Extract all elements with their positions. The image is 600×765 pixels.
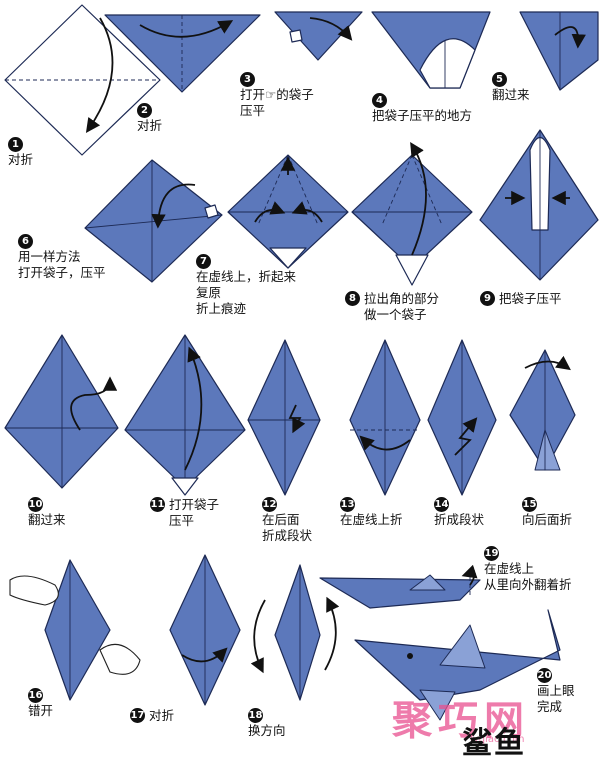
step-15-label: 15 向后面折 — [522, 497, 573, 527]
step-11-figure — [124, 334, 246, 496]
step-1-figure — [4, 4, 161, 156]
step-8-label: 8 拉出角的部分 做一个袋子 — [345, 291, 439, 323]
step-14-label: 14 折成段状 — [434, 497, 485, 527]
step-7-label: 7 在虚线上，折起来 复原 折上痕迹 — [196, 254, 297, 316]
step-19-label: 19 在虚线上 从里向外翻着折 — [484, 546, 572, 592]
step-19-figure — [319, 564, 481, 609]
step-4-figure — [371, 11, 491, 89]
diagram-title: 鲨鱼 — [462, 726, 526, 761]
step-17-label: 17 对折 — [130, 708, 175, 723]
step-5-figure — [519, 11, 599, 91]
step-6-label: 6 用一样方法 打开袋子，压平 — [18, 234, 106, 280]
step-14-figure — [427, 339, 497, 496]
step-2-figure — [104, 14, 261, 93]
step-7-figure — [227, 154, 349, 269]
step-9-label: 9 把袋子压平 — [480, 291, 562, 307]
step-4-label: 4 把袋子压平的地方 — [372, 93, 473, 123]
step-5-label: 5 翻过来 — [492, 72, 530, 102]
step-3-label: 3 打开☞的袋子 压平 — [240, 72, 314, 118]
watermark-logo: 聚巧网 — [392, 698, 530, 744]
step-20-label: 20 画上眼 完成 — [537, 668, 575, 714]
step-1-label: 1 对折 — [8, 137, 34, 167]
step-13-figure — [349, 339, 421, 496]
step-18-label: 18 换方向 — [248, 708, 286, 738]
step-9-figure — [479, 129, 599, 281]
step-12-label: 12 在后面 折成段状 — [262, 497, 313, 543]
step-3-figure — [274, 11, 363, 61]
step-8-figure — [351, 141, 473, 286]
step-18-figure — [250, 564, 340, 701]
step-17-figure — [169, 554, 241, 706]
step-6-figure — [84, 159, 223, 283]
step-16-figure — [9, 559, 141, 701]
step-13-label: 13 在虚线上折 — [340, 497, 403, 527]
step-16-label: 16 错开 — [28, 688, 54, 718]
step-10-figure — [4, 334, 119, 489]
step-20-figure — [354, 609, 561, 721]
watermark-url: jvqiao.com — [470, 734, 525, 745]
step-2-label: 2 对折 — [137, 103, 163, 133]
step-15-figure — [509, 349, 576, 471]
step-10-label: 10 翻过来 — [28, 497, 66, 527]
step-12-figure — [247, 339, 321, 496]
step-11-label: 11 打开袋子 压平 — [150, 497, 220, 528]
hand-pointer-icon: ☞ — [265, 87, 277, 102]
